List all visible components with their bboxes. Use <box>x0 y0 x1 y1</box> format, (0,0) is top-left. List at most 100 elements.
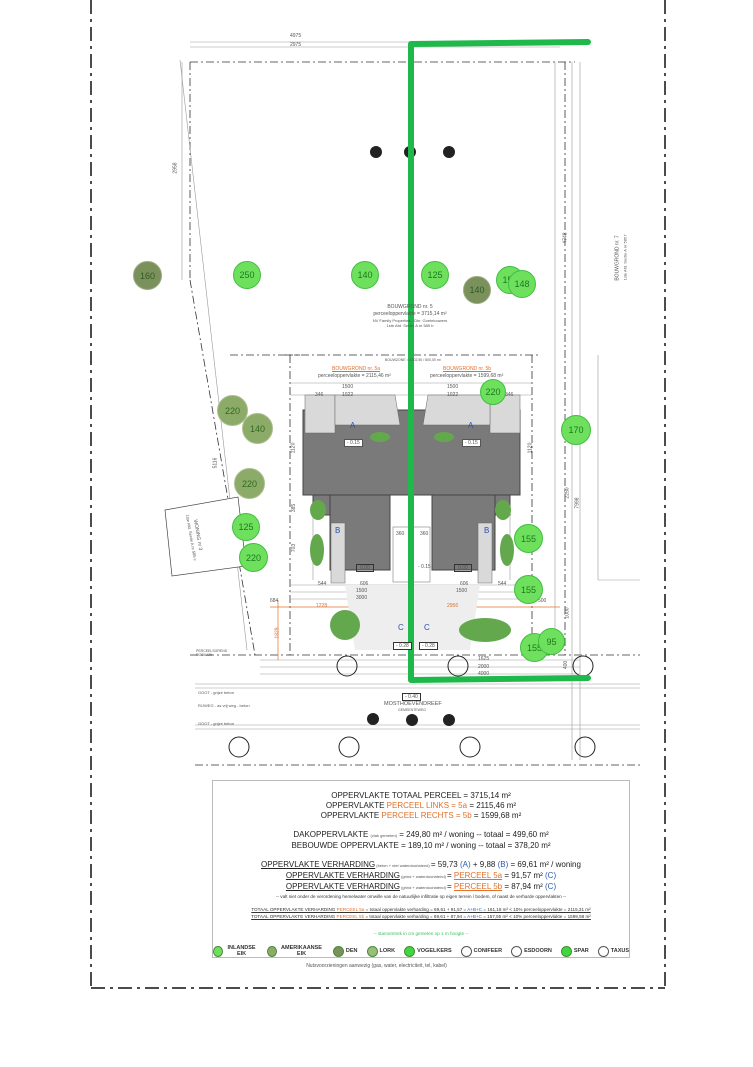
level-c-right: - 0.28 <box>419 642 438 650</box>
plot-cadastre: 1ste Afd. Sectie A nr 585 b <box>386 323 434 328</box>
plot-boundary <box>189 61 640 766</box>
tree-95: 95 <box>538 628 565 655</box>
level-c-left: - 0.28 <box>393 642 412 650</box>
lot-b-title: BOUWGROND nr. 5b <box>443 366 492 372</box>
legend-item: LORK <box>366 945 395 957</box>
gutter-label-top: GOOT - grijze beton <box>198 690 234 695</box>
paving-total: = 69,61 m² / woning <box>508 860 581 869</box>
tree-140: 140 <box>351 261 379 289</box>
tree-155-c: 155 <box>514 575 543 604</box>
tree-160: 160 <box>133 261 162 290</box>
zone-c-left: C <box>398 623 404 632</box>
summary-left-prefix: OPPERVLAKTE <box>325 801 387 810</box>
road-label: RIJWEG - as vrij weg - beton <box>198 703 250 708</box>
level-a-left: - 0.15 <box>344 439 363 447</box>
dim-500: 500 <box>538 598 547 604</box>
t-label: TOTAAL OPPERVLAKTE VERHARDING <box>251 914 337 919</box>
dim-705: 703 <box>291 543 298 553</box>
legend-label: ESDOORN <box>524 948 552 954</box>
roof-note: (vlak gemeten) <box>370 833 398 838</box>
terraces <box>304 394 521 584</box>
t-lot: PERCEEL 5b <box>336 914 365 919</box>
paving-b-value: + 9,88 <box>470 860 498 869</box>
summary-total-5b: TOTAAL OPPERVLAKTE VERHARDING PERCEEL 5b… <box>213 913 629 920</box>
t-abc: A+B+C <box>467 914 482 919</box>
dim-2956: 2956 <box>447 603 459 609</box>
paving-c-tag: (C) <box>545 882 557 891</box>
dim-right-lower2: 2250 <box>564 487 571 499</box>
summary-roof: DAKOPPERVLAKTE (vlak gemeten) = 249,80 m… <box>213 830 629 841</box>
dim-1000: 1000 <box>564 607 571 619</box>
dim-depth-right: 1120 <box>527 442 534 454</box>
plot-area: perceeloppervlakte = 3715,14 m² <box>373 311 447 317</box>
summary-left-lot: PERCEEL LINKS = 5a <box>386 801 468 810</box>
dim-1500-b-left: 1500 <box>356 588 368 594</box>
t-result: = 161,18 m² < 10% perceeloppervlakte = 2… <box>482 907 591 912</box>
dim-right: 4748 <box>562 232 569 244</box>
paving-value: = 87,94 m² <box>502 882 546 891</box>
tree-symbol-icon <box>597 945 609 957</box>
dim-top-inner: 2975 <box>290 42 302 48</box>
dim-606-left: 606 <box>360 581 369 587</box>
tree-250: 250 <box>233 261 261 289</box>
tree-symbol-icon <box>560 945 572 957</box>
eq: = <box>447 882 454 891</box>
dim-1500-left: 1500 <box>342 384 354 390</box>
legend-item: AMERIKAANSE EIK <box>267 945 324 957</box>
paving-b-tag: (B) <box>497 860 509 869</box>
tree-symbol-icon <box>332 945 344 957</box>
dim-684: 684 <box>270 598 279 604</box>
dim-400: 400 <box>563 660 570 670</box>
street-municipality: GEMEENTEWEG <box>398 708 427 712</box>
dim-1022-right: 1022 <box>447 392 459 398</box>
sheet-border <box>90 0 666 989</box>
paving-a-tag: (A) <box>459 860 471 869</box>
t-abc: A+B+C <box>467 907 483 912</box>
level-a-right: - 0.15 <box>462 439 481 447</box>
highlight-boundary-line <box>408 39 591 683</box>
paving-note: (grind + waterdoorlatend) <box>399 885 448 890</box>
summary-note: -- valt niet onder de verordening hemelw… <box>275 894 567 899</box>
dim-1829: 1829 <box>274 627 281 639</box>
tree-220-left2: 220 <box>234 468 265 499</box>
tree-symbol-icon <box>404 945 416 957</box>
legend-item: TAXUS <box>597 945 629 957</box>
dim-1625: 1625 <box>478 656 490 662</box>
summary-paving-5a: OPPERVLAKTE VERHARDING (grind + waterdoo… <box>213 871 629 882</box>
t-calc: = totaal oppervlakte verharding = 69,61 … <box>364 907 468 912</box>
legend-label: INLANDSE EIK <box>227 945 256 957</box>
tree-155-b: 155 <box>514 524 543 553</box>
dim-left: 2958 <box>172 162 179 174</box>
dim-360-left: 360 <box>396 531 405 537</box>
tree-140-left: 140 <box>242 413 273 444</box>
utilities-footer: Nutsvoorzieningen aanwezig (gas, water, … <box>306 963 447 969</box>
legend-item: SPAR <box>560 945 589 957</box>
level-floor-left: 0.00 <box>356 564 374 572</box>
tree-125: 125 <box>421 261 449 289</box>
boundary-label: PERCEELSGRENS ROOILIJN <box>196 649 228 657</box>
legend-item: DEN <box>332 945 358 957</box>
legend-item: ESDOORN <box>511 945 552 957</box>
summary-right: OPPERVLAKTE PERCEEL RECHTS = 5b = 1599,6… <box>213 811 629 821</box>
dim-4000: 4000 <box>478 671 490 677</box>
dim-360-right: 360 <box>420 531 429 537</box>
dim-right-lower: 7998 <box>574 497 581 509</box>
level-drive: - 0.15 <box>418 564 431 570</box>
legend-label: TAXUS <box>610 948 629 954</box>
dim-2000: 2000 <box>478 664 490 670</box>
lot-b-area: perceeloppervlakte = 1599,68 m² <box>430 373 504 379</box>
summary-right-lot: PERCEEL RECHTS = 5b <box>381 811 472 820</box>
street-trees <box>228 655 596 758</box>
dim-top-outer: 4975 <box>290 33 302 39</box>
tree-148: 148 <box>508 270 536 298</box>
dim-depth: 1120 <box>290 442 297 454</box>
zone-b-right: B <box>484 526 490 535</box>
roof-label: DAKOPPERVLAKTE <box>293 830 371 839</box>
t-label: TOTAAL OPPERVLAKTE VERHARDING <box>251 907 337 912</box>
dim-1500-right: 1500 <box>447 384 459 390</box>
neighbor-right-title: BOUWGROND nr. 7 <box>614 235 621 281</box>
paving-lot: PERCEEL 5b <box>453 882 503 891</box>
paving-note: (beton + niet waterdoorlatend) <box>375 863 431 868</box>
summary-paving-5b: OPPERVLAKTE VERHARDING (grind + waterdoo… <box>213 882 629 893</box>
